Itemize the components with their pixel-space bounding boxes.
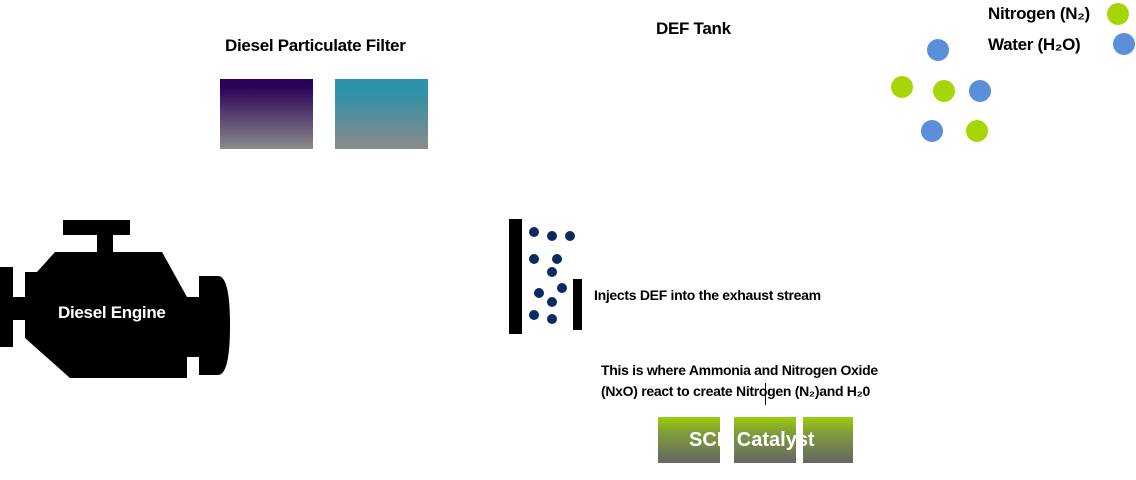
def-droplet-icon xyxy=(534,288,544,298)
def-droplet-icon xyxy=(557,283,567,293)
def-droplet-icon xyxy=(552,254,562,264)
nitrogen-molecule-icon xyxy=(966,120,988,142)
scr-description-line1: This is where Ammonia and Nitrogen Oxide xyxy=(601,362,878,378)
scr-catalyst-block xyxy=(658,417,720,463)
def-droplet-icon xyxy=(529,254,539,264)
scr-catalyst-label: SCR Catalyst xyxy=(689,429,815,451)
legend-nitrogen-icon xyxy=(1107,3,1129,25)
legend-water-label: Water (H₂O) xyxy=(988,35,1081,54)
legend-nitrogen-label: Nitrogen (N₂) xyxy=(988,4,1090,23)
scr-description-line2: (NxO) react to create Nitrogen (N₂)and H… xyxy=(601,383,871,399)
water-molecule-icon xyxy=(921,120,943,142)
water-molecule-icon xyxy=(927,39,949,61)
def-droplet-icon xyxy=(547,231,557,241)
water-molecule-icon xyxy=(969,80,991,102)
def-tank-title: DEF Tank xyxy=(656,19,731,38)
dpf-title: Diesel Particulate Filter xyxy=(225,36,406,55)
def-droplet-icon xyxy=(547,314,557,324)
engine-label: Diesel Engine xyxy=(58,303,166,322)
dpf-filter-left xyxy=(220,79,313,149)
def-droplet-icon xyxy=(565,231,575,241)
injector-label: Injects DEF into the exhaust stream xyxy=(594,287,821,303)
nitrogen-molecule-icon xyxy=(891,76,913,98)
def-droplet-icon xyxy=(529,310,539,320)
scr-catalyst-block xyxy=(734,417,796,463)
scr-catalyst-block xyxy=(803,417,853,463)
injector-left-wall xyxy=(509,219,522,334)
text-cursor xyxy=(765,383,766,405)
nitrogen-molecule-icon xyxy=(933,80,955,102)
def-droplet-icon xyxy=(529,227,539,237)
def-droplet-icon xyxy=(547,267,557,277)
def-droplet-icon xyxy=(547,297,557,307)
engine-icon xyxy=(0,220,230,378)
injector-right-wall xyxy=(573,279,582,330)
dpf-filter-right xyxy=(335,79,428,149)
legend-water-icon xyxy=(1113,33,1135,55)
